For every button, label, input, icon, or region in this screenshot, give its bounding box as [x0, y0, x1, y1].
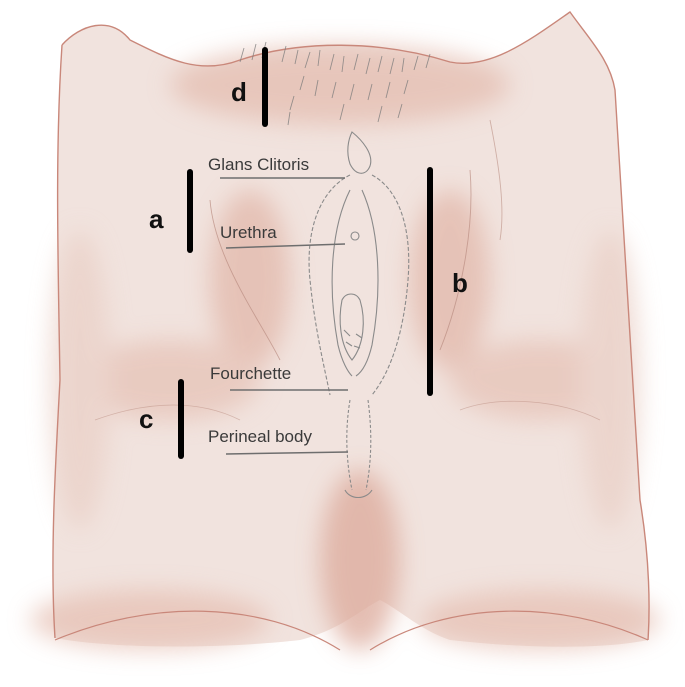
vaginal-opening	[339, 293, 364, 361]
shadow-right-edge	[580, 230, 640, 530]
label-urethra: Urethra	[220, 223, 277, 242]
leader-lines	[220, 177, 349, 455]
shadow-left-edge	[50, 230, 110, 530]
urethral-opening	[350, 231, 360, 241]
letter-b: b	[452, 268, 468, 298]
perineum-left	[346, 399, 353, 491]
letter-a: a	[149, 204, 164, 234]
labia-minora-left	[331, 189, 353, 377]
label-fourchette: Fourchette	[210, 364, 291, 383]
shadow-right-groin	[410, 190, 490, 370]
vulva-sketch	[308, 131, 410, 499]
measurement-bars	[178, 47, 433, 459]
shadow-left-thigh	[80, 340, 260, 420]
body-outline	[52, 11, 650, 641]
labia-minora-right	[355, 189, 379, 377]
perineum-right	[365, 399, 372, 491]
labia-majora-left	[308, 174, 351, 396]
shadow-bottom-right	[420, 590, 660, 650]
thigh-line-right	[439, 169, 472, 351]
label-perineal-body: Perineal body	[208, 427, 312, 446]
leader-perineal-body	[225, 451, 349, 455]
buttock-line-left	[94, 404, 241, 421]
pubic-hair	[239, 41, 431, 126]
leader-urethra	[225, 243, 346, 249]
buttock-line-right	[459, 400, 601, 421]
label-glans-clitoris: Glans Clitoris	[208, 155, 309, 174]
shadow-bottom-left	[30, 590, 270, 650]
hip-line-right	[489, 119, 503, 241]
hymen-ridges	[343, 329, 363, 349]
shadow-left-groin	[210, 190, 290, 370]
shadow-pubic	[170, 45, 510, 125]
thigh-line-left	[209, 199, 281, 361]
body-silhouette	[30, 11, 660, 651]
clitoral-hood	[347, 131, 372, 174]
letter-c: c	[139, 404, 153, 434]
crease-right	[369, 610, 649, 651]
shadow-cleft	[320, 470, 400, 650]
letter-d: d	[231, 77, 247, 107]
crease-left	[54, 610, 341, 651]
anal-region	[344, 489, 373, 499]
body-fill	[52, 12, 650, 647]
labia-majora-right	[371, 174, 410, 396]
